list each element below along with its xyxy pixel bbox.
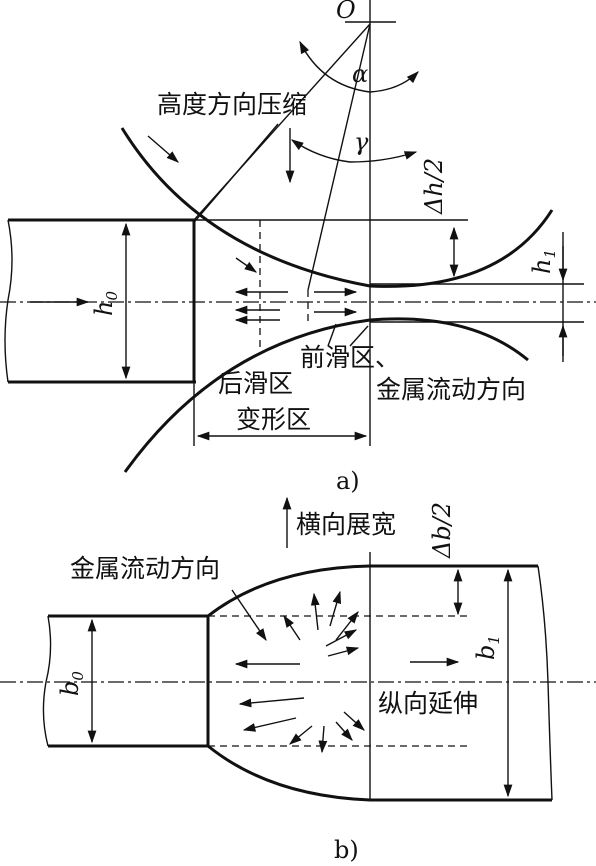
flow-arrow-b-right-2 xyxy=(327,646,360,657)
flow-arrow-b-right-1 xyxy=(325,629,358,647)
flow-direction-leader-b xyxy=(231,589,267,642)
flow-arrow-b-down-3 xyxy=(335,721,353,741)
figure-a: O α γ 高度方向压缩 h0 xyxy=(0,0,596,495)
alpha-label: α xyxy=(352,60,368,88)
metal-flow-direction-label-b: 金属流动方向 xyxy=(70,554,220,583)
spread-outline-top xyxy=(207,564,538,618)
flow-arrow-b-down-4 xyxy=(343,711,365,731)
lower-roll xyxy=(123,317,529,473)
h0-label: h0 xyxy=(90,291,121,316)
backward-slip-label: 后滑区 xyxy=(218,369,293,398)
flow-arrow-b-left-3 xyxy=(242,717,297,732)
stock-break-line xyxy=(4,219,13,383)
b0-label: b0 xyxy=(56,671,87,696)
b1-label: b1 xyxy=(472,635,503,660)
metal-flow-direction-label-a: 金属流动方向 xyxy=(376,375,526,404)
forward-slip-label: 前滑区、 xyxy=(300,343,400,372)
flow-arrow-b-up-2 xyxy=(310,592,320,631)
flow-arrow-b-up-1 xyxy=(283,614,301,641)
forward-slip-leader xyxy=(327,323,337,347)
flow-arrow-b-down-1 xyxy=(289,725,313,745)
center-label-O: O xyxy=(336,0,356,24)
spread-outline-bottom xyxy=(207,744,552,802)
h1-label: h1 xyxy=(528,249,559,274)
compression-leader-line xyxy=(195,123,279,221)
flow-arrow-b-down-2 xyxy=(318,725,328,754)
alpha-angle-arc xyxy=(299,40,419,93)
longitudinal-elongation-label: 纵向延伸 xyxy=(378,689,478,718)
height-compression-label: 高度方向压缩 xyxy=(157,90,307,119)
flow-arrow-b-up-4 xyxy=(335,611,359,641)
flow-arrow-upper xyxy=(235,257,258,273)
caption-a: a) xyxy=(336,467,360,495)
flow-direction-leader xyxy=(349,325,369,347)
gamma-label: γ xyxy=(354,128,369,156)
gamma-angle-arc xyxy=(290,139,418,163)
strip-b-break-line xyxy=(42,615,52,747)
delta-h-label: Δh/2 xyxy=(420,158,448,215)
deformation-zone-label: 变形区 xyxy=(236,405,311,434)
flow-arrow-b-left-2 xyxy=(238,697,305,708)
figure-b: 横向展宽 Δb/2 b0 b1 金属流动方向 xyxy=(0,496,596,864)
flow-arrow-b-up-3 xyxy=(329,590,342,627)
transverse-spread-label: 横向展宽 xyxy=(296,510,396,539)
caption-b: b) xyxy=(334,836,359,864)
upper-roll-rotation-arrow xyxy=(147,135,179,163)
delta-b-label: Δb/2 xyxy=(428,502,456,559)
upper-roll xyxy=(120,127,554,288)
strip-b1-break-line xyxy=(537,565,553,801)
